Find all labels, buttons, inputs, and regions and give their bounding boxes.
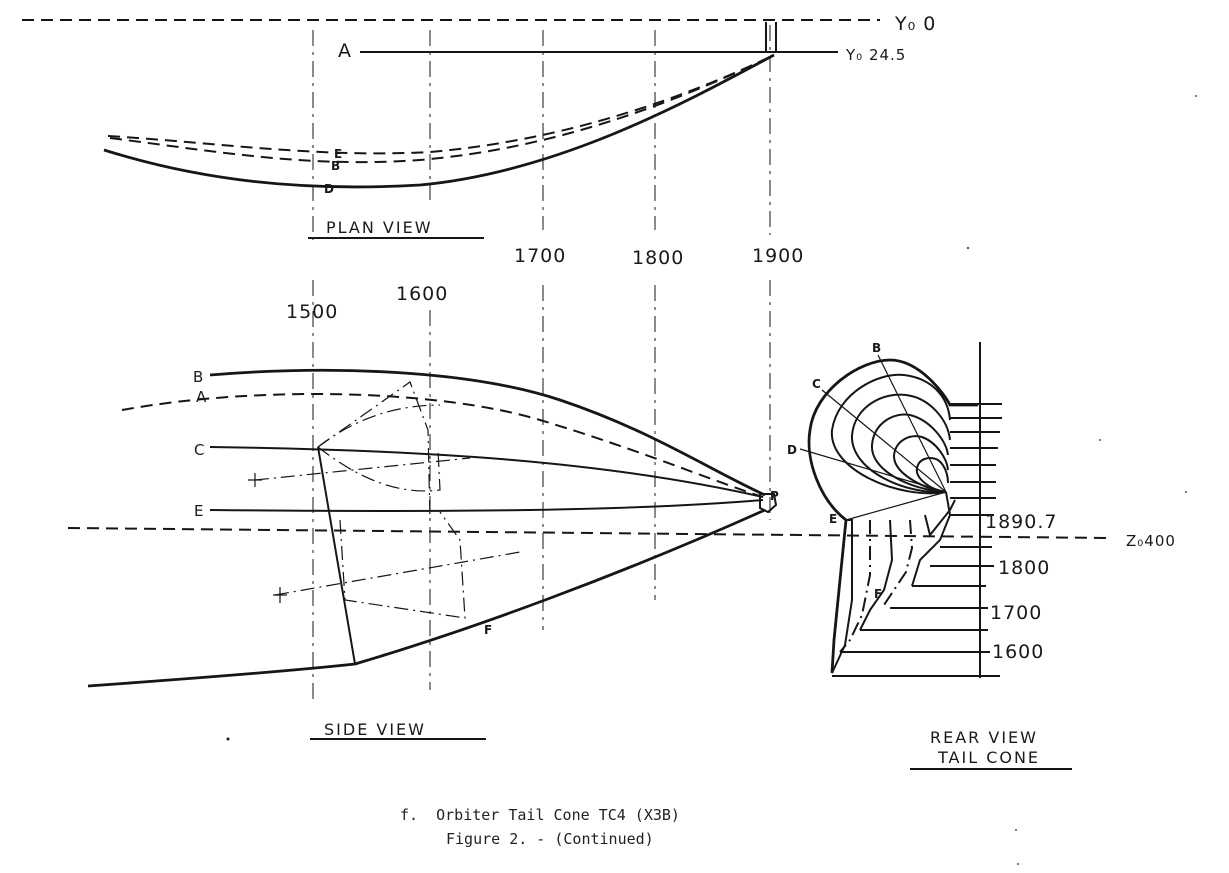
side-label-tip: P — [770, 489, 780, 503]
side-gore-5 — [254, 457, 471, 481]
side-label-a: A — [196, 388, 207, 406]
side-contour-a — [121, 392, 764, 498]
plan-view-title: PLAN VIEW — [326, 218, 433, 237]
side-gore-2 — [317, 446, 441, 492]
side-cross-upper — [248, 473, 262, 487]
rear-station-label-1890: 1890.7 — [985, 511, 1057, 533]
label-y-24-5: Y₀ 24.5 — [845, 46, 906, 64]
rear-ray-e — [845, 491, 947, 521]
rear-ray-d — [799, 448, 947, 493]
rear-view: B C D E F 1890.7 1800 1700 1600 Z₀400 RE… — [787, 341, 1176, 770]
figure-caption-line-1: f. Orbiter Tail Cone TC4 (X3B) — [400, 806, 680, 824]
rear-view-title-line1: REAR VIEW — [930, 728, 1038, 747]
plan-tail-end-box — [765, 22, 777, 52]
station-label-1800: 1800 — [632, 247, 684, 269]
rear-inner-contour-5 — [924, 499, 956, 538]
rear-arc-1 — [830, 373, 951, 495]
side-cross-lower — [273, 587, 287, 603]
scan-dot — [1195, 95, 1197, 97]
side-gore-6 — [274, 551, 521, 596]
rear-station-label-1800: 1800 — [998, 557, 1050, 579]
side-label-f: F — [484, 623, 493, 637]
rear-station-label-1700: 1700 — [990, 602, 1042, 624]
side-label-b: B — [193, 368, 204, 386]
plan-contour-e — [107, 55, 773, 155]
plan-view: PLAN VIEW A Y₀ 0 Y₀ 24.5 E B D — [22, 13, 936, 240]
label-point-a: A — [338, 40, 352, 62]
rear-ray-c — [821, 389, 947, 493]
station-label-1900: 1900 — [752, 245, 804, 267]
rear-arc-2 — [850, 393, 951, 494]
label-z-400: Z₀400 — [1126, 532, 1176, 550]
rear-inner-contour-6 — [911, 491, 952, 587]
rear-arc-4 — [892, 435, 949, 493]
rear-label-f: F — [874, 587, 883, 601]
side-view: B A C E F P SIDE VIEW — [67, 280, 1111, 741]
station-label-1600: 1600 — [396, 283, 448, 305]
rear-ticks — [832, 403, 1002, 677]
rear-arc-3 — [870, 413, 949, 493]
side-label-c: C — [194, 441, 205, 459]
side-view-title: SIDE VIEW — [324, 720, 426, 739]
station-label-1700: 1700 — [514, 245, 566, 267]
side-contour-c — [209, 446, 764, 498]
side-contour-b — [209, 368, 766, 497]
plan-label-b: B — [331, 159, 341, 173]
side-gore-3 — [317, 404, 441, 448]
rear-inner-contour-1 — [831, 519, 853, 674]
rear-inner-contour-3 — [859, 519, 894, 631]
side-label-e: E — [194, 502, 204, 520]
side-contour-f — [87, 508, 766, 688]
side-tail-tip — [759, 493, 778, 514]
figure-caption-line-2: Figure 2. - (Continued) — [446, 830, 654, 848]
rear-arc-5 — [915, 457, 949, 493]
rear-label-e: E — [829, 512, 838, 526]
rear-label-c: C — [812, 377, 822, 391]
rear-inner-contour-4 — [881, 519, 914, 609]
side-view-stray-mark — [226, 737, 230, 741]
rear-ray-b — [877, 354, 947, 493]
scan-dot — [1185, 491, 1187, 493]
plan-contour-d — [103, 53, 775, 189]
side-contour-e — [209, 499, 764, 512]
plan-label-d: D — [324, 182, 335, 196]
rear-inner-contour-2 — [839, 520, 871, 653]
rear-outer-contour — [807, 358, 978, 674]
station-labels: 1700 1800 1900 1600 1500 — [286, 245, 804, 323]
plan-contour-b — [109, 55, 773, 164]
label-y-zero: Y₀ 0 — [894, 13, 936, 35]
scan-dot — [1099, 439, 1101, 441]
rear-view-title-line2: TAIL CONE — [937, 748, 1040, 767]
z-400-reference-line — [67, 527, 1111, 539]
scan-dot — [1015, 829, 1017, 831]
rear-label-b: B — [872, 341, 882, 355]
rear-label-d: D — [787, 443, 798, 457]
scan-dot — [966, 246, 970, 250]
side-gore-4 — [339, 511, 466, 619]
scan-dot — [1017, 863, 1019, 865]
rear-station-label-1600: 1600 — [992, 641, 1044, 663]
plan-label-e: E — [334, 147, 343, 161]
side-frame-line — [317, 446, 356, 665]
station-label-1500: 1500 — [286, 301, 338, 323]
